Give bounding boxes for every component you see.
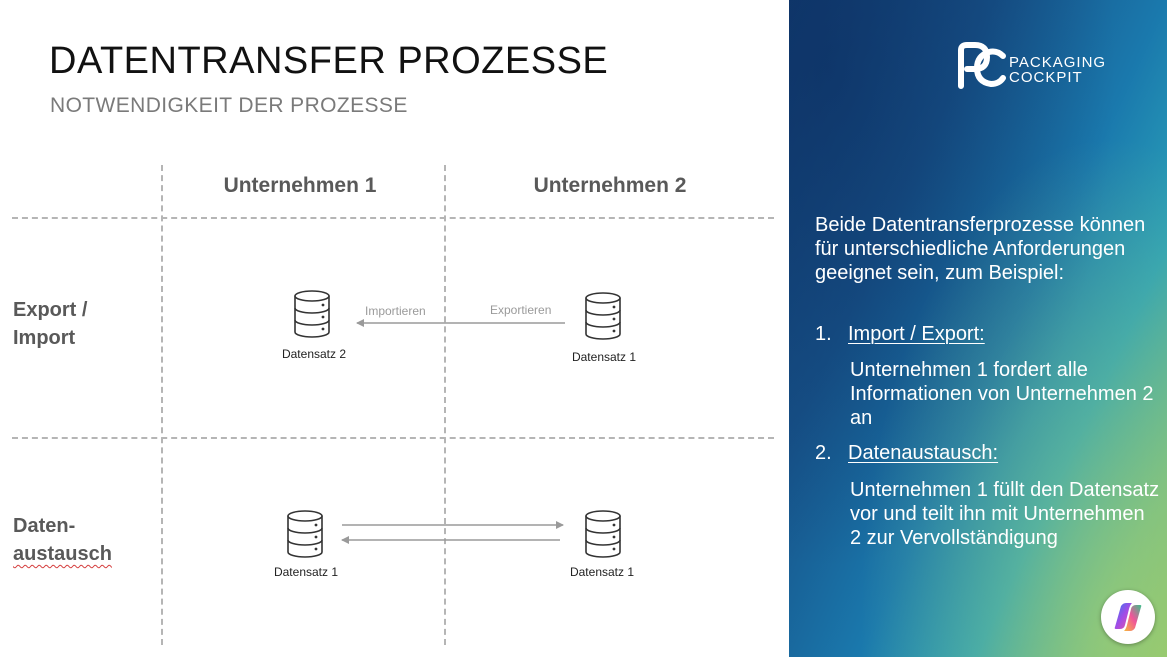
- packaging-cockpit-logo: PACKAGING COCKPIT: [957, 42, 1127, 92]
- info-panel: PACKAGING COCKPIT Beide Datentransferpro…: [789, 0, 1167, 657]
- row-header-line: Daten-: [13, 515, 76, 537]
- list-item-number: 2.: [815, 442, 832, 464]
- column-header-company-2: Unternehmen 2: [533, 174, 687, 197]
- column-header-company-1: Unternehmen 1: [223, 174, 377, 197]
- list-item-description: Unternehmen 1 füllt den Datensatz vor un…: [850, 479, 1160, 549]
- database-icon: [287, 510, 323, 558]
- list-item-title: Datenaustausch:: [848, 442, 999, 464]
- logo-text-line2: COCKPIT: [1009, 69, 1083, 86]
- list-item-number: 1.: [815, 323, 832, 345]
- grid-divider-horizontal-1: [12, 217, 774, 219]
- copilot-icon: [1114, 603, 1142, 631]
- database-label: Datensatz 1: [273, 565, 339, 579]
- row-header-line: Export /: [13, 299, 88, 321]
- slide-canvas: DATENTRANSFER PROZESSE NOTWENDIGKEIT DER…: [12, 40, 774, 645]
- row-header-line: austausch: [13, 543, 112, 565]
- database-icon: [585, 292, 621, 340]
- database-label: Datensatz 1: [569, 565, 635, 579]
- panel-intro-text: Beide Datentransferprozesse können für u…: [815, 214, 1146, 284]
- arrows-layer: [341, 319, 565, 544]
- grid-divider-vertical-2: [444, 165, 446, 645]
- row-header-export-import: Export / Import: [13, 296, 87, 352]
- slide-title: DATENTRANSFER PROZESSE: [49, 40, 609, 82]
- database-label: Datensatz 2: [281, 347, 347, 361]
- logo-mark-icon: [958, 42, 1006, 89]
- list-item-title: Import / Export:: [848, 323, 985, 345]
- database-icon: [585, 510, 621, 558]
- panel-gradient-overlay: [789, 0, 1167, 657]
- arrow-label-importieren: Importieren: [365, 304, 426, 318]
- database-label: Datensatz 1: [571, 350, 637, 364]
- list-item-description: Unternehmen 1 fordert alle Informationen…: [850, 359, 1154, 429]
- grid-divider-vertical-1: [161, 165, 163, 645]
- copilot-button[interactable]: [1101, 590, 1155, 644]
- arrow-label-exportieren: Exportieren: [490, 303, 552, 317]
- row-header-datenaustausch: Daten- austausch: [13, 512, 112, 568]
- row-header-line: Import: [13, 327, 76, 349]
- slide-subtitle: NOTWENDIGKEIT DER PROZESSE: [50, 94, 408, 117]
- database-icon: [294, 290, 330, 338]
- logo-text-line1: PACKAGING: [1009, 54, 1107, 71]
- grid-divider-horizontal-2: [12, 437, 774, 439]
